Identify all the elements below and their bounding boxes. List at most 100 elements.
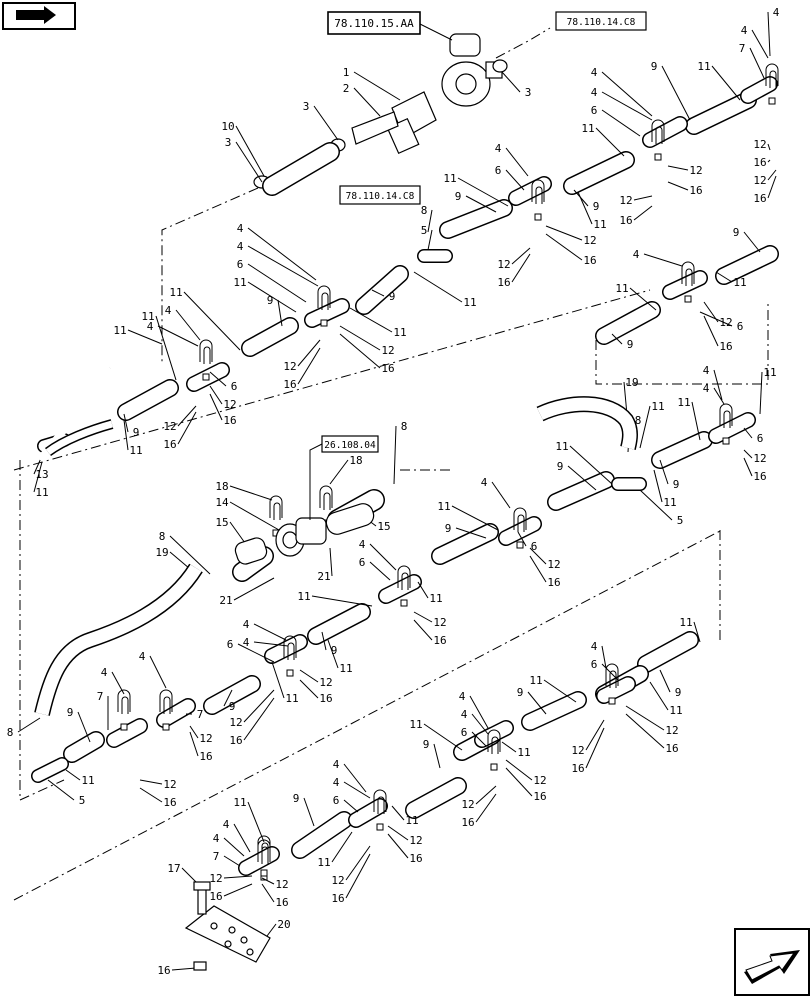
pipe-segment-fill [305, 299, 349, 327]
leader-line [243, 697, 275, 741]
u-bolt [319, 485, 333, 508]
callout-n12: 12 [163, 778, 176, 791]
leader-line [339, 325, 381, 351]
pipe-segment-fill [64, 732, 104, 762]
callout-n6: 6 [227, 638, 234, 651]
callout-n11: 11 [285, 692, 298, 705]
callout-n4: 4 [773, 6, 780, 19]
leader-line [475, 785, 497, 805]
u-bolt-inner [273, 502, 281, 520]
callout-n9: 9 [557, 460, 564, 473]
callout-n18: 18 [349, 454, 362, 467]
callout-n16: 16 [381, 362, 394, 375]
callout-n12: 12 [381, 344, 394, 357]
leader-line [17, 717, 41, 733]
leader-line [247, 227, 317, 281]
callout-n5: 5 [79, 794, 86, 807]
callout-n11: 11 [393, 326, 406, 339]
callout-n9: 9 [455, 190, 462, 203]
callout-n4: 4 [359, 538, 366, 551]
nut [516, 541, 524, 549]
leader-line [243, 689, 275, 723]
leader-line [77, 711, 91, 743]
pipe-segment-fill [686, 92, 756, 134]
leader-line [177, 411, 197, 445]
leader-line [253, 641, 289, 647]
leader-line [253, 623, 287, 641]
nut [722, 437, 730, 445]
hoses [34, 364, 638, 716]
pipe-segment-fill [475, 721, 513, 747]
callout-n16: 16 [163, 796, 176, 809]
pipe-segment-fill [548, 472, 614, 510]
callout-n12: 12 [619, 194, 632, 207]
callout-n11: 11 [615, 282, 628, 295]
callout-n16: 16 [689, 184, 702, 197]
leader-line [223, 689, 233, 707]
pipe-segment-fill [308, 604, 370, 644]
leader-line [349, 307, 393, 333]
callout-n9: 9 [331, 644, 338, 657]
leader-line [653, 469, 663, 503]
callout-n6: 6 [737, 320, 744, 333]
leader-line [261, 877, 275, 885]
leader-line [545, 233, 583, 261]
callout-n6: 6 [531, 540, 538, 553]
callout-n11: 11 [317, 856, 330, 869]
callout-n11: 11 [669, 704, 682, 717]
pipe-segment-fill [509, 177, 551, 205]
callout-n11: 11 [233, 276, 246, 289]
reference-boxes: 78.110.15.AA 78.110.14.C8 78.110.14.C8 2… [309, 11, 647, 520]
valve-ref-box[interactable] [327, 11, 421, 35]
nut [534, 213, 542, 221]
leader-line [767, 175, 777, 199]
callout-n9: 9 [445, 522, 452, 535]
u-bolt-inner [685, 268, 693, 286]
callout-n11: 11 [463, 296, 476, 309]
callout-n4: 4 [481, 476, 488, 489]
boom-ref-text-2: 78.110.14.C8 [346, 191, 415, 202]
leader-line [343, 799, 359, 813]
u-bolt [651, 119, 665, 142]
leader-line [659, 669, 671, 693]
leader-line [501, 71, 521, 93]
callout-n9: 9 [675, 686, 682, 699]
leader-line [451, 505, 499, 531]
nut [162, 723, 170, 731]
callout-n12: 12 [583, 234, 596, 247]
callout-n11: 11 [517, 746, 530, 759]
callout-n16: 16 [163, 438, 176, 451]
callout-n18: 18 [215, 480, 228, 493]
callout-n12: 12 [275, 878, 288, 891]
callout-n15: 15 [377, 520, 390, 533]
pipe-segment-fill [709, 413, 755, 443]
callout-n11: 11 [763, 366, 776, 379]
callout-n12: 12 [547, 558, 560, 571]
pipe-segment-fill [379, 575, 421, 603]
callout-n4: 4 [703, 364, 710, 377]
callout-n12: 12 [163, 420, 176, 433]
leader-line [189, 725, 199, 739]
leader-line [223, 875, 253, 879]
leader-line [329, 547, 333, 577]
leader-line [455, 527, 487, 539]
callout-n6: 6 [757, 432, 764, 445]
leader-line [639, 489, 673, 521]
next-page-arrow-icon[interactable] [734, 928, 810, 996]
quick-coupler [234, 503, 375, 565]
u-bolt [681, 261, 695, 284]
callout-n12: 12 [409, 834, 422, 847]
boom-ref-box-2[interactable] [339, 185, 421, 205]
leader-line [505, 767, 533, 797]
leader-line [261, 883, 275, 903]
callout-n4: 4 [139, 650, 146, 663]
u-bolt [397, 565, 411, 588]
callout-n9: 9 [67, 706, 74, 719]
folder-arrow-icon[interactable] [2, 2, 76, 30]
pipe-segment-fill [107, 719, 147, 747]
callout-n3: 3 [225, 136, 232, 149]
leader-line [175, 309, 201, 341]
leader-line [585, 719, 605, 751]
boom-ref-box-1[interactable] [555, 11, 647, 31]
callout-n12: 12 [497, 258, 510, 271]
